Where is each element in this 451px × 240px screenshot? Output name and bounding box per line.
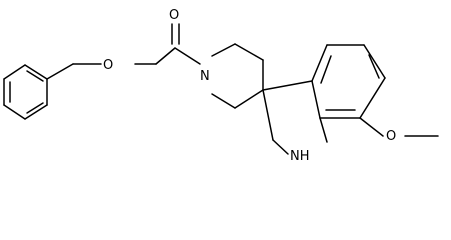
structure-svg: O O N NH O (3, 8, 439, 164)
methoxy-group (359, 117, 439, 137)
carbamate-group (134, 23, 201, 65)
ester-oxygen-label: O (103, 58, 113, 73)
indoline-benzene-ring (311, 44, 386, 119)
indoline-five-ring (262, 80, 328, 155)
phenyl-ring (3, 64, 48, 120)
benzyl-linker (46, 63, 102, 80)
carbonyl-oxygen-label: O (169, 8, 179, 23)
piperidine-ring (211, 43, 264, 109)
indoline-nh-label: NH (290, 149, 310, 164)
chemical-structure: O O N NH O (3, 8, 439, 164)
piperidine-nitrogen-label: N (200, 69, 210, 84)
methoxy-oxygen-label: O (386, 129, 396, 144)
